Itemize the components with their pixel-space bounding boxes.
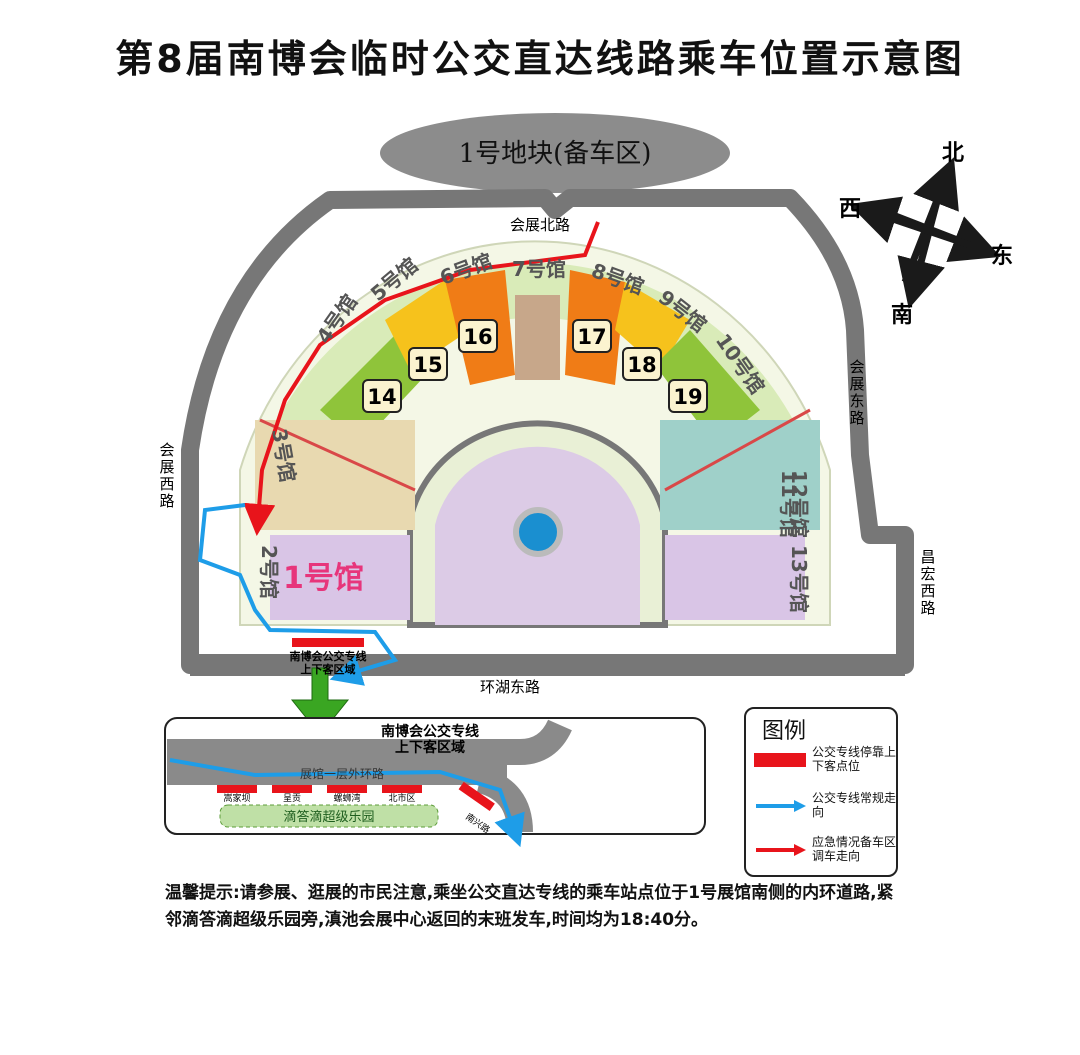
road-far-east-label: 昌宏西路 [920,548,935,617]
inset-park [219,804,439,828]
compass-south-arrow [897,189,945,309]
divider-west [259,418,416,492]
hall-3-area [255,420,415,530]
inset-stop-label: 嵩家坝 [223,792,250,804]
hall-1-area [270,535,410,620]
hall-2-label: 2号馆 [257,545,281,599]
zone-16-label: 16 [463,325,492,349]
bus-area-label-line2: 上下客区域 [301,662,356,676]
divider-east [664,408,811,492]
inset-title-line1: 南博会公交专线 [381,723,479,740]
compass-north-label: 北 [942,141,964,166]
legend-item-label: 公交专线停靠上下客点位 [812,745,897,773]
hall-7-area [515,295,560,380]
inset-road-label: 展馆一层外环路 [300,766,384,781]
notice-text: 温馨提示:请参展、逛展的市民注意,乘坐公交直达专线的乘车站点位于1号展馆南侧的内… [165,883,894,930]
hall-7-label: 7号馆 [512,257,566,281]
legend-title: 图例 [762,719,807,744]
zone-18-area [615,282,690,370]
inset-stop-bar [327,785,367,793]
compass-east-label: 东 [991,243,1013,269]
zone-15-area [385,280,470,370]
road-north-label: 会展北路 [510,216,570,234]
zone-14-box [362,379,402,413]
inset-title-line2: 上下客区域 [395,739,465,756]
compass-west-label: 西 [839,197,861,222]
zone-14-label: 14 [367,385,396,409]
inset-stop-label: 北市区 [388,792,415,804]
inset-side-stop [458,781,495,811]
legend-item-emergency-route: 应急情况备车区调车走向 [754,835,896,875]
compass-south-label: 南 [891,303,913,328]
hall-11-area [660,420,820,530]
inset-stop-bar [272,785,312,793]
emergency-route [243,221,600,536]
zone-17-box [572,319,612,353]
zone-15-box [408,347,448,381]
zone-19-label: 19 [673,385,702,409]
inset-stops: 嵩家坝 呈贡 螺蛳湾 北市区 [217,785,422,804]
hall-12-label: 12号馆 [787,470,811,538]
compass-west-arrow [848,196,972,249]
legend-item-label: 公交专线常规走向 [812,791,897,819]
road-south-label: 环湖东路 [480,678,540,696]
hall-1-label: 1号馆 [283,561,364,596]
compass [848,157,1001,309]
road-west-label: 会展西路 [159,441,174,510]
central-fountain [513,507,563,557]
inset-park-label: 滴答滴超级乐园 [283,809,374,825]
zone-17-label: 17 [577,325,606,349]
inset-road [167,719,572,765]
page-title: 第8届南博会临时公交直达线路乘车位置示意图 [115,37,965,81]
bus-stop-bar [292,638,364,647]
zone-markers: 14 15 16 17 18 19 [362,319,708,413]
legend-item-bus-stop: 公交专线停靠上下客点位 [754,745,896,785]
inset-stop-label: 螺蛳湾 [333,792,360,804]
zone-18-box [622,347,662,381]
hall-11-label: 11号馆 [777,470,801,538]
zone-15-label: 15 [413,353,442,377]
hall-13-area [665,535,805,620]
inset-stop-bar [217,785,257,793]
legend: 图例 公交专线停靠上下客点位 公交专线常规走向 应急情况备车区调车走向 [744,707,898,877]
bus-route [197,503,399,686]
legend-red-bar-swatch [754,753,806,767]
legend-item-label: 应急情况备车区调车走向 [812,835,897,863]
zone-19-box [668,379,708,413]
hall-13-label: 13号馆 [787,545,811,613]
zone-16-box [458,319,498,353]
outer-road [181,189,914,674]
reserve-area [380,113,730,193]
inset-stop-bar [382,785,422,793]
legend-item-bus-route: 公交专线常规走向 [754,791,896,831]
inset-bus-route [169,758,525,848]
legend-red-arrow-icon [756,844,806,856]
zone-18-label: 18 [627,353,656,377]
bus-area-label-line1: 南博会公交专线 [290,649,367,663]
reserve-area-label: 1号地块(备车区) [459,139,652,169]
road-east-label: 会展东路 [849,358,864,427]
inset-stop-label: 呈贡 [283,793,301,804]
legend-blue-arrow-icon [756,800,806,812]
